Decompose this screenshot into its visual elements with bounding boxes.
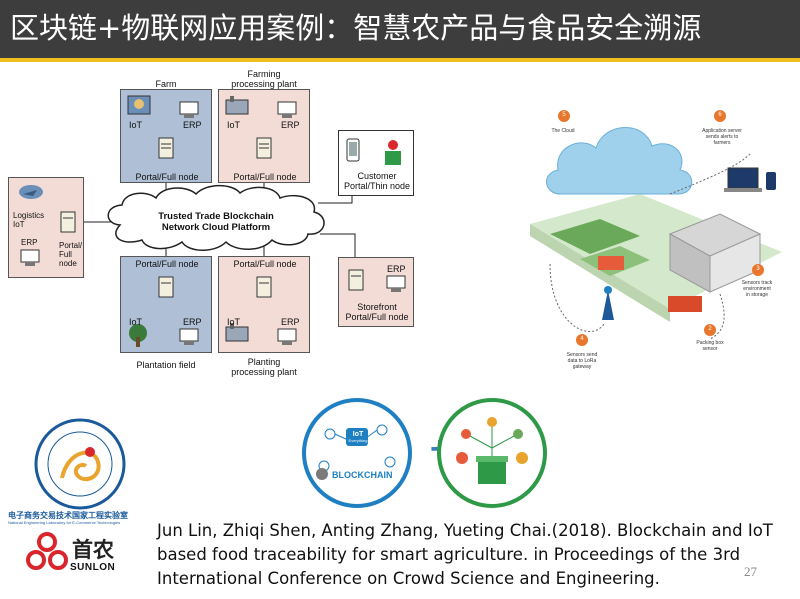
blockchain-label: BLOCKCHAIN bbox=[332, 470, 393, 480]
farming-plant-node: Portal/Full node bbox=[233, 172, 297, 182]
smart-agriculture-illustration bbox=[530, 110, 782, 346]
planting-plant-title1: Planting bbox=[247, 357, 281, 367]
app-server-caption1: Application server bbox=[702, 128, 742, 134]
step-3: 3 bbox=[756, 266, 760, 272]
plantation-iot: IoT bbox=[129, 317, 143, 327]
icons-row: + bbox=[302, 398, 547, 508]
logistics-label2: IoT bbox=[13, 220, 25, 229]
sensors-send-caption3: gateway bbox=[572, 364, 592, 370]
farming-plant-title2: processing plant bbox=[231, 79, 297, 89]
planting-plant-box: Portal/Full node IoT ERP bbox=[218, 256, 310, 353]
cloud-label-line1: Trusted Trade Blockchain bbox=[158, 211, 274, 222]
logistics-erp: ERP bbox=[21, 238, 38, 247]
sensors-storage-caption1: Sensors track bbox=[741, 280, 773, 286]
plantation-title: Plantation field bbox=[136, 360, 196, 370]
customer-label2: Portal/Thin node bbox=[343, 181, 411, 191]
farm-node: Portal/Full node bbox=[135, 172, 199, 182]
citation-text: Jun Lin, Zhiqi Shen, Anting Zhang, Yueti… bbox=[157, 521, 773, 588]
blockchain-cloud bbox=[107, 184, 325, 251]
farming-plant-icons bbox=[225, 96, 297, 159]
farm-icons bbox=[127, 95, 199, 159]
sunlon-name-cn: 首农 bbox=[72, 538, 114, 562]
step-6: 6 bbox=[718, 112, 722, 118]
storefront-box: ERP Storefront Portal/Full node bbox=[338, 257, 414, 327]
logistics-node1: Portal/ bbox=[59, 241, 83, 250]
farming-plant-title1: Farming bbox=[247, 69, 281, 79]
plantation-erp: ERP bbox=[183, 317, 202, 327]
sensors-send-caption2: data to LoRa bbox=[567, 358, 597, 364]
farm-title: Farm bbox=[155, 79, 177, 89]
storefront-icons bbox=[348, 269, 406, 292]
iot-badge-line2: Everything bbox=[348, 438, 368, 443]
cloud-caption: The Cloud bbox=[551, 128, 575, 134]
iot-badge-line1: IoT bbox=[352, 431, 364, 438]
customer-icons bbox=[346, 138, 401, 165]
step-2: 2 bbox=[708, 326, 712, 332]
app-server-caption3: farmers bbox=[713, 140, 731, 146]
app-server-caption2: sends alerts to bbox=[705, 134, 739, 140]
sensors-storage-caption3: in storage bbox=[746, 292, 768, 298]
page-number: 27 bbox=[744, 564, 757, 579]
lab-name-cn: 电子商务交易技术国家工程实验室 bbox=[8, 511, 128, 520]
sensors-storage-caption2: environment bbox=[743, 286, 771, 292]
lab-name-en: National Engineering Laboratory for E-Co… bbox=[8, 520, 121, 525]
packing-caption2: sensor bbox=[702, 346, 718, 352]
cloud-label-line2: Network Cloud Platform bbox=[161, 222, 271, 233]
storefront-label1: Storefront bbox=[357, 302, 397, 312]
storefront-erp: ERP bbox=[387, 264, 406, 274]
sunlon-name-en: SUNLON bbox=[70, 562, 116, 573]
planting-plant-title2: processing plant bbox=[231, 367, 297, 377]
title-bar: 区块链+物联网应用案例：智慧农产品与食品安全溯源 bbox=[0, 0, 800, 58]
lab-seal-logo bbox=[34, 418, 126, 510]
farm-box: IoT ERP Portal/Full node bbox=[120, 89, 212, 183]
logistics-node3: node bbox=[59, 259, 77, 268]
planting-plant-iot: IoT bbox=[227, 317, 241, 327]
farm-erp: ERP bbox=[183, 120, 202, 130]
customer-label1: Customer bbox=[357, 171, 397, 181]
logistics-box: Logistics IoT ERP Portal/ Full node bbox=[8, 177, 84, 278]
customer-box: Customer Portal/Thin node bbox=[338, 130, 414, 196]
logistics-node2: Full bbox=[59, 250, 72, 259]
packing-caption1: Packing box bbox=[696, 340, 724, 346]
title-accent-line bbox=[0, 58, 800, 62]
farming-plant-box: IoT ERP Portal/Full node bbox=[218, 89, 310, 183]
planting-plant-node: Portal/Full node bbox=[233, 259, 297, 269]
sunlon-logo-mark bbox=[26, 532, 68, 570]
plantation-node: Portal/Full node bbox=[135, 259, 199, 269]
plantation-icons bbox=[129, 276, 199, 347]
farming-plant-erp: ERP bbox=[281, 120, 300, 130]
farming-plant-iot: IoT bbox=[227, 120, 241, 130]
storefront-label2: Portal/Full node bbox=[345, 312, 409, 322]
sensors-send-caption1: Sensors send bbox=[566, 352, 598, 358]
logistics-label1: Logistics bbox=[13, 211, 45, 220]
step-5: 5 bbox=[562, 112, 566, 118]
planting-plant-erp: ERP bbox=[281, 317, 300, 327]
farm-iot: IoT bbox=[129, 120, 143, 130]
step-4: 4 bbox=[580, 336, 584, 342]
logistics-icons bbox=[19, 185, 76, 266]
slide-title: 区块链+物联网应用案例：智慧农产品与食品安全溯源 bbox=[10, 11, 702, 45]
planting-plant-icons bbox=[225, 276, 297, 345]
plantation-box: Portal/Full node IoT ERP bbox=[120, 256, 212, 353]
